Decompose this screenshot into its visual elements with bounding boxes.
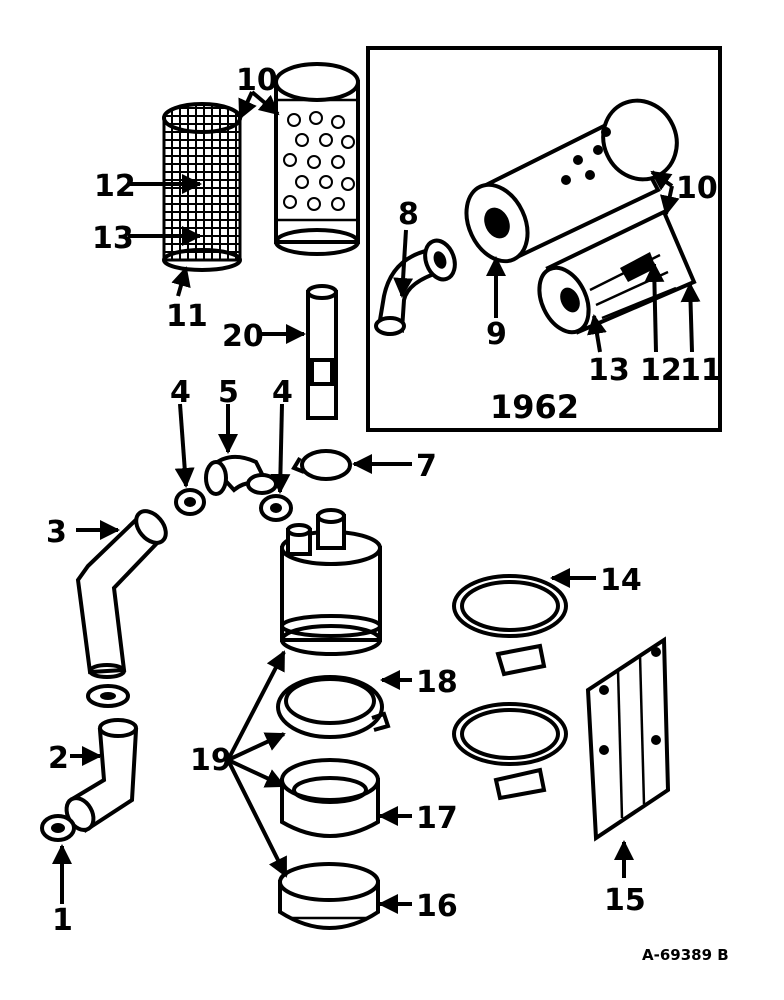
callout-4-right: 4 (272, 375, 293, 410)
reference-code: A-69389 B (642, 946, 729, 964)
inset-elbow (374, 238, 457, 336)
callout-1: 1 (52, 903, 73, 938)
hose-clamp-7 (291, 449, 352, 481)
callout-2: 2 (48, 741, 69, 776)
callout-10-left: 10 (236, 63, 278, 98)
callout-12-left: 12 (94, 169, 136, 204)
oil-bowl-16 (278, 862, 380, 930)
hose-3 (75, 509, 168, 679)
callout-9: 9 (486, 317, 507, 352)
callout-19: 19 (190, 743, 232, 778)
hose-clamp-1 (40, 814, 76, 842)
callout-5: 5 (218, 375, 239, 410)
callout-14: 14 (600, 563, 642, 598)
hose-clamp-4-left (174, 488, 206, 516)
elbow-5 (204, 454, 278, 496)
band-clamp-lower (452, 702, 568, 801)
oil-cup-17 (280, 758, 380, 838)
callout-20: 20 (222, 319, 264, 354)
elbow-2 (64, 718, 139, 834)
callout-13-left: 13 (92, 221, 134, 256)
pipe-tube (306, 284, 338, 420)
mounting-bracket-15 (585, 636, 671, 842)
inset-year-label: 1962 (490, 388, 579, 426)
callout-13-inset: 13 (588, 353, 630, 388)
hose-clamp-small (86, 684, 130, 708)
callout-labels: 12 13 11 10 20 4 5 4 7 3 2 1 8 9 10 13 1… (46, 63, 722, 938)
mesh-screen-cylinder (162, 102, 242, 272)
callout-11-inset: 11 (680, 353, 722, 388)
leader-lines (52, 90, 701, 914)
callout-8: 8 (398, 197, 419, 232)
callout-7: 7 (416, 449, 437, 484)
callout-4-left: 4 (170, 375, 191, 410)
clamp-ring-18 (276, 675, 391, 739)
callout-18: 18 (416, 665, 458, 700)
callout-16: 16 (416, 889, 458, 924)
callout-3: 3 (46, 515, 67, 550)
callout-11-left: 11 (166, 299, 208, 334)
band-clamp-upper (452, 574, 568, 677)
inset-filter-element (537, 209, 697, 335)
callout-10-inset: 10 (676, 171, 718, 206)
hose-clamp-4-right (259, 494, 293, 522)
air-cleaner-housing (280, 508, 382, 656)
inset-1962-box: 1962 (366, 46, 722, 432)
callout-15: 15 (604, 883, 646, 918)
perforated-filter-cylinder (274, 62, 360, 256)
callout-12-inset: 12 (640, 353, 682, 388)
callout-17: 17 (416, 801, 458, 836)
